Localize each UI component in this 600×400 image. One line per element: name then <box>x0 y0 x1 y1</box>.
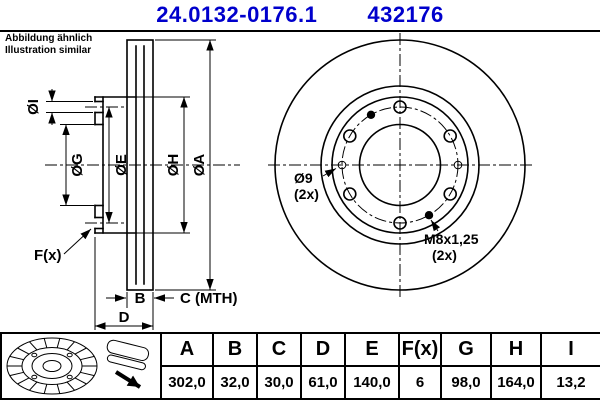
hole-note-dia9: Ø9 <box>294 170 313 186</box>
dim-label-dia-h: ØH <box>165 154 182 177</box>
disc-preview-cell <box>0 332 162 400</box>
similarity-note: Abbildung ähnlich Illustration similar <box>5 33 92 57</box>
front-circles <box>274 39 526 291</box>
dim-label-dia-i: ØI <box>25 99 42 115</box>
note-line-en: Illustration similar <box>5 45 92 56</box>
outer-diameter-circle <box>274 39 526 291</box>
front-leaders <box>322 168 441 232</box>
dim-label-f: F(x) <box>34 247 62 264</box>
value-d: 61,0 <box>300 365 346 400</box>
reference-number: 432176 <box>367 2 444 27</box>
mounting-direction-icon <box>106 339 150 389</box>
dim-label-dia-e: ØE <box>113 154 130 176</box>
col-header-f: F(x) <box>398 332 442 367</box>
value-b: 32,0 <box>212 365 258 400</box>
hole-note-dia9-qty: (2x) <box>294 186 319 202</box>
note-line-de: Abbildung ähnlich <box>5 33 93 44</box>
disc-thumbnail <box>6 337 150 395</box>
front-view: Ø9 (2x) M8x1,25 (2x) <box>268 33 532 297</box>
col-header-h: H <box>490 332 542 367</box>
hat-edge-circle <box>331 96 469 234</box>
locating-holes <box>337 160 463 170</box>
col-header-a: A <box>160 332 214 367</box>
value-f: 6 <box>398 365 442 400</box>
brake-disc-thumbnail-icon <box>6 337 98 395</box>
section-dimension-lines <box>46 39 216 330</box>
threaded-holes <box>366 110 434 220</box>
value-i: 13,2 <box>540 365 600 400</box>
col-header-d: D <box>300 332 346 367</box>
front-centerlines <box>268 33 532 297</box>
technical-drawing: ØI ØG ØE ØH ØA F(x) B C (MTH) D <box>25 33 532 330</box>
dimension-table: A B C D E F(x) G H I 302,0 32,0 30,0 61,… <box>0 332 600 400</box>
section-view: ØI ØG ØE ØH ØA F(x) B C (MTH) D <box>25 39 240 330</box>
value-a: 302,0 <box>160 365 214 400</box>
disc-section-profile <box>94 39 154 291</box>
dim-label-b: B <box>135 290 146 307</box>
title-bar: 24.0132-0176.1 432176 <box>0 0 600 32</box>
col-header-c: C <box>256 332 302 367</box>
dim-label-d: D <box>119 309 130 326</box>
hole-note-m8: M8x1,25 <box>424 231 479 247</box>
value-e: 140,0 <box>344 365 400 400</box>
part-number: 24.0132-0176.1 <box>156 2 318 27</box>
dim-label-dia-a: ØA <box>191 154 208 177</box>
col-header-g: G <box>440 332 492 367</box>
friction-surface-circle <box>320 85 480 245</box>
value-c: 30,0 <box>256 365 302 400</box>
dim-label-dia-g: ØG <box>69 153 86 176</box>
col-header-e: E <box>344 332 400 367</box>
col-header-i: I <box>540 332 600 367</box>
hole-note-m8-qty: (2x) <box>432 247 457 263</box>
bolt-circle <box>341 106 459 224</box>
dim-label-c-mth: C (MTH) <box>180 290 237 307</box>
value-g: 98,0 <box>440 365 492 400</box>
center-bore-circle <box>358 123 442 207</box>
value-h: 164,0 <box>490 365 542 400</box>
bolt-holes <box>342 100 458 230</box>
col-header-b: B <box>212 332 258 367</box>
